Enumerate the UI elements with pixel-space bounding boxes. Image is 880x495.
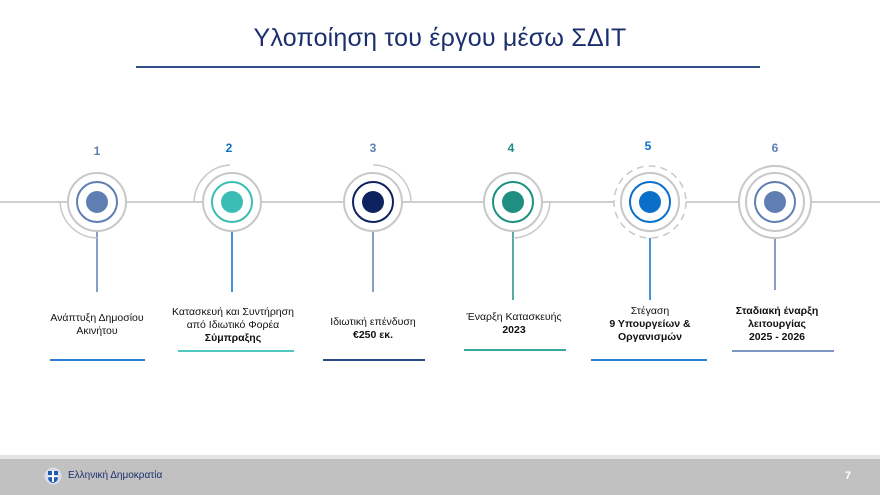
step-3-number: 3 xyxy=(369,141,377,155)
title-divider xyxy=(136,66,760,68)
step-2-label: Κατασκευή και Συντήρηση από Ιδιωτικό Φορ… xyxy=(172,306,294,344)
greek-coat-of-arms-icon xyxy=(44,467,62,485)
step-1-underline xyxy=(50,359,145,361)
step-4-underline xyxy=(464,349,566,351)
page-number: 7 xyxy=(845,470,852,482)
step-1-node-icon xyxy=(59,172,127,239)
step-4-label: Έναρξη Κατασκευής 2023 xyxy=(466,311,562,336)
step-3-underline xyxy=(323,359,425,361)
step-3-node-icon xyxy=(343,164,412,232)
step-5-number: 5 xyxy=(644,139,652,153)
step-6-underline xyxy=(732,350,834,352)
step-4-node-icon xyxy=(483,172,551,239)
step-5-node-icon xyxy=(613,165,687,239)
slide-title: Υλοποίηση του έργου μέσω ΣΔΙΤ xyxy=(253,24,627,52)
footer-label: Ελληνική Δημοκρατία xyxy=(68,470,163,481)
step-6-number: 6 xyxy=(771,141,779,155)
step-6-node-icon xyxy=(738,165,812,239)
step-1-number: 1 xyxy=(93,144,101,158)
step-3-label: Ιδιωτική επένδυση €250 εκ. xyxy=(330,316,416,341)
step-2-number: 2 xyxy=(225,141,233,155)
step-4-number: 4 xyxy=(507,141,515,155)
step-6-label: Σταδιακή έναρξη λειτουργίας 2025 - 2026 xyxy=(735,305,819,343)
step-2-underline xyxy=(178,350,294,352)
timeline-axis xyxy=(0,201,880,203)
step-5-underline xyxy=(591,359,707,361)
step-1-label: Ανάπτυξη Δημοσίου Ακινήτου xyxy=(50,312,144,337)
step-2-node-icon xyxy=(193,164,262,232)
footer-bar xyxy=(0,459,880,495)
step-5-label: Στέγαση 9 Υπουργείων & Οργανισμών xyxy=(609,305,691,343)
footer-highlight xyxy=(0,455,880,460)
